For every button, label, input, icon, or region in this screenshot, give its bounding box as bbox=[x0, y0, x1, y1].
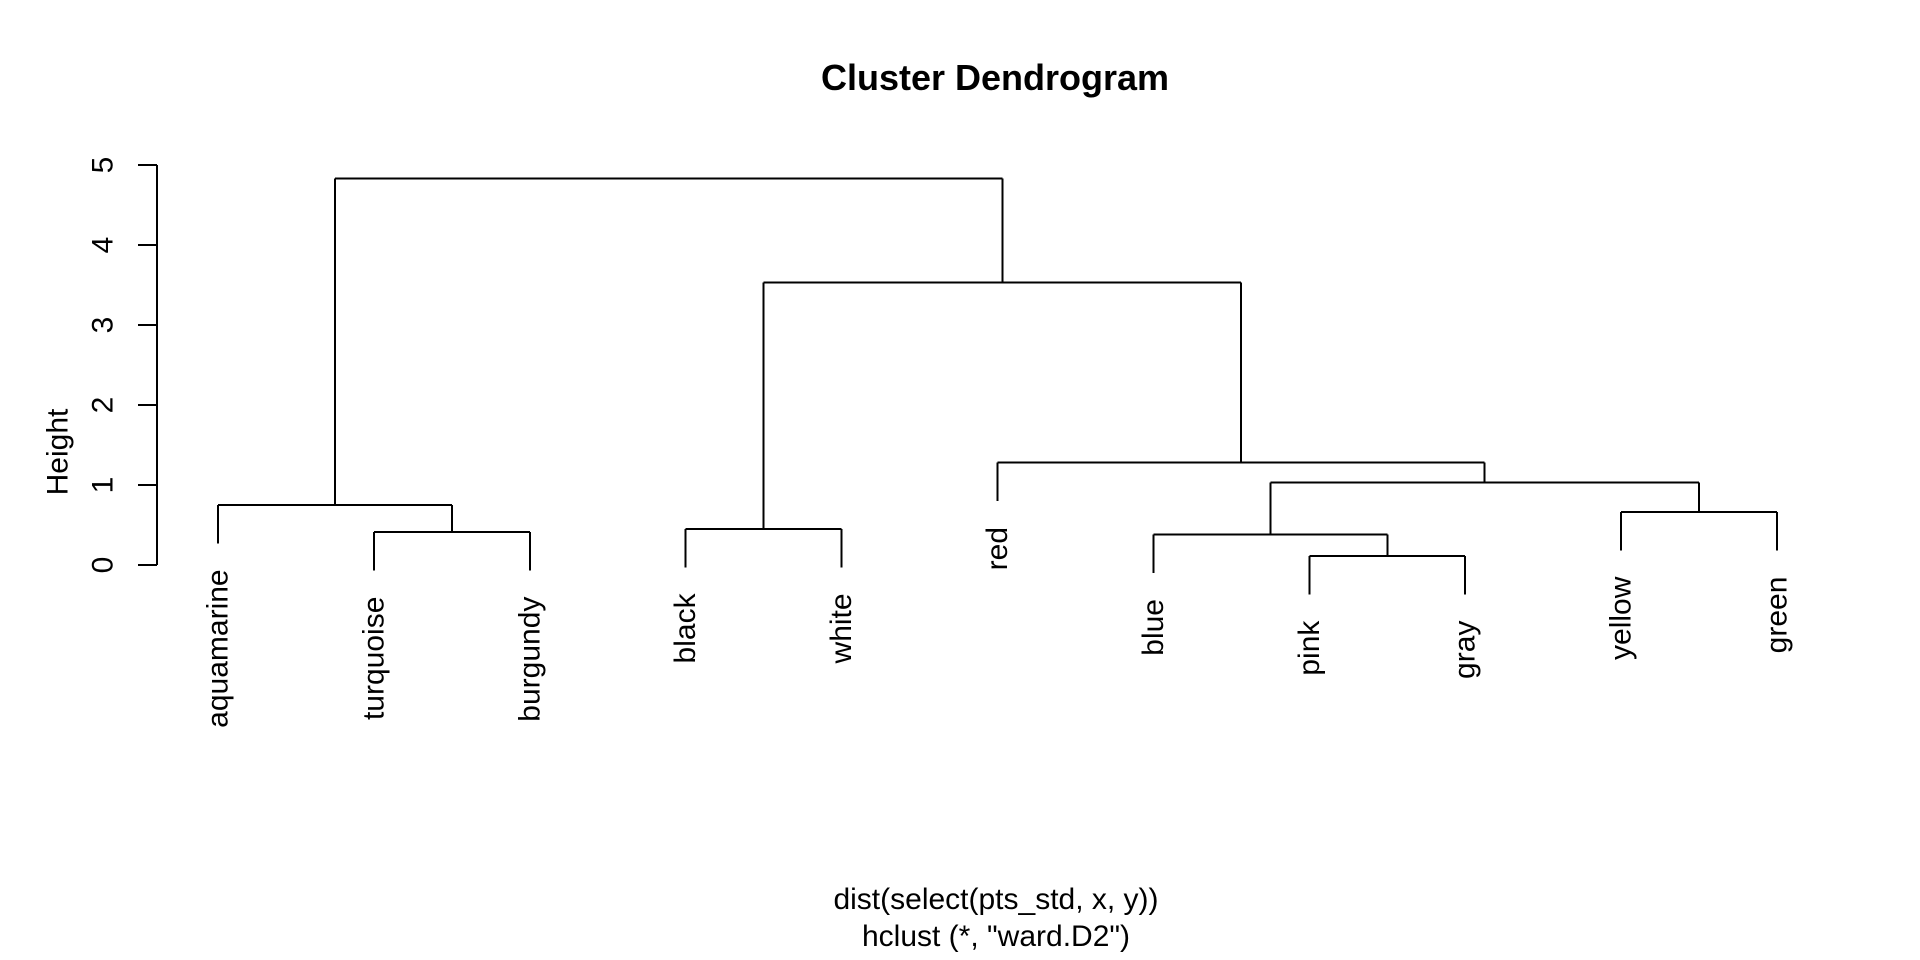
leaf-label-black: black bbox=[669, 592, 702, 663]
y-tick-label-3: 3 bbox=[87, 317, 120, 334]
leaf-label-turquoise: turquoise bbox=[357, 597, 390, 720]
leaf-label-burgundy: burgundy bbox=[513, 597, 546, 722]
y-tick-label-1: 1 bbox=[87, 477, 120, 494]
y-tick-label-2: 2 bbox=[87, 397, 120, 414]
leaf-label-red: red bbox=[981, 527, 1014, 570]
leaf-label-blue: blue bbox=[1137, 599, 1170, 656]
y-tick-label-5: 5 bbox=[87, 157, 120, 174]
y-tick-label-0: 0 bbox=[87, 557, 120, 574]
footer-call-hclust: hclust (*, "ward.D2") bbox=[861, 920, 1131, 953]
leaf-label-aquamarine: aquamarine bbox=[202, 569, 235, 727]
leaf-label-green: green bbox=[1761, 577, 1794, 654]
leaf-label-pink: pink bbox=[1293, 620, 1326, 676]
y-tick-label-4: 4 bbox=[87, 237, 120, 254]
plot-title: Cluster Dendrogram bbox=[820, 57, 1170, 98]
y-axis-title: Height bbox=[42, 408, 75, 495]
footer-call-dist: dist(select(pts_std, x, y)) bbox=[833, 883, 1159, 916]
leaf-label-yellow: yellow bbox=[1605, 576, 1638, 660]
leaf-label-white: white bbox=[825, 593, 858, 664]
leaf-label-gray: gray bbox=[1449, 621, 1482, 679]
